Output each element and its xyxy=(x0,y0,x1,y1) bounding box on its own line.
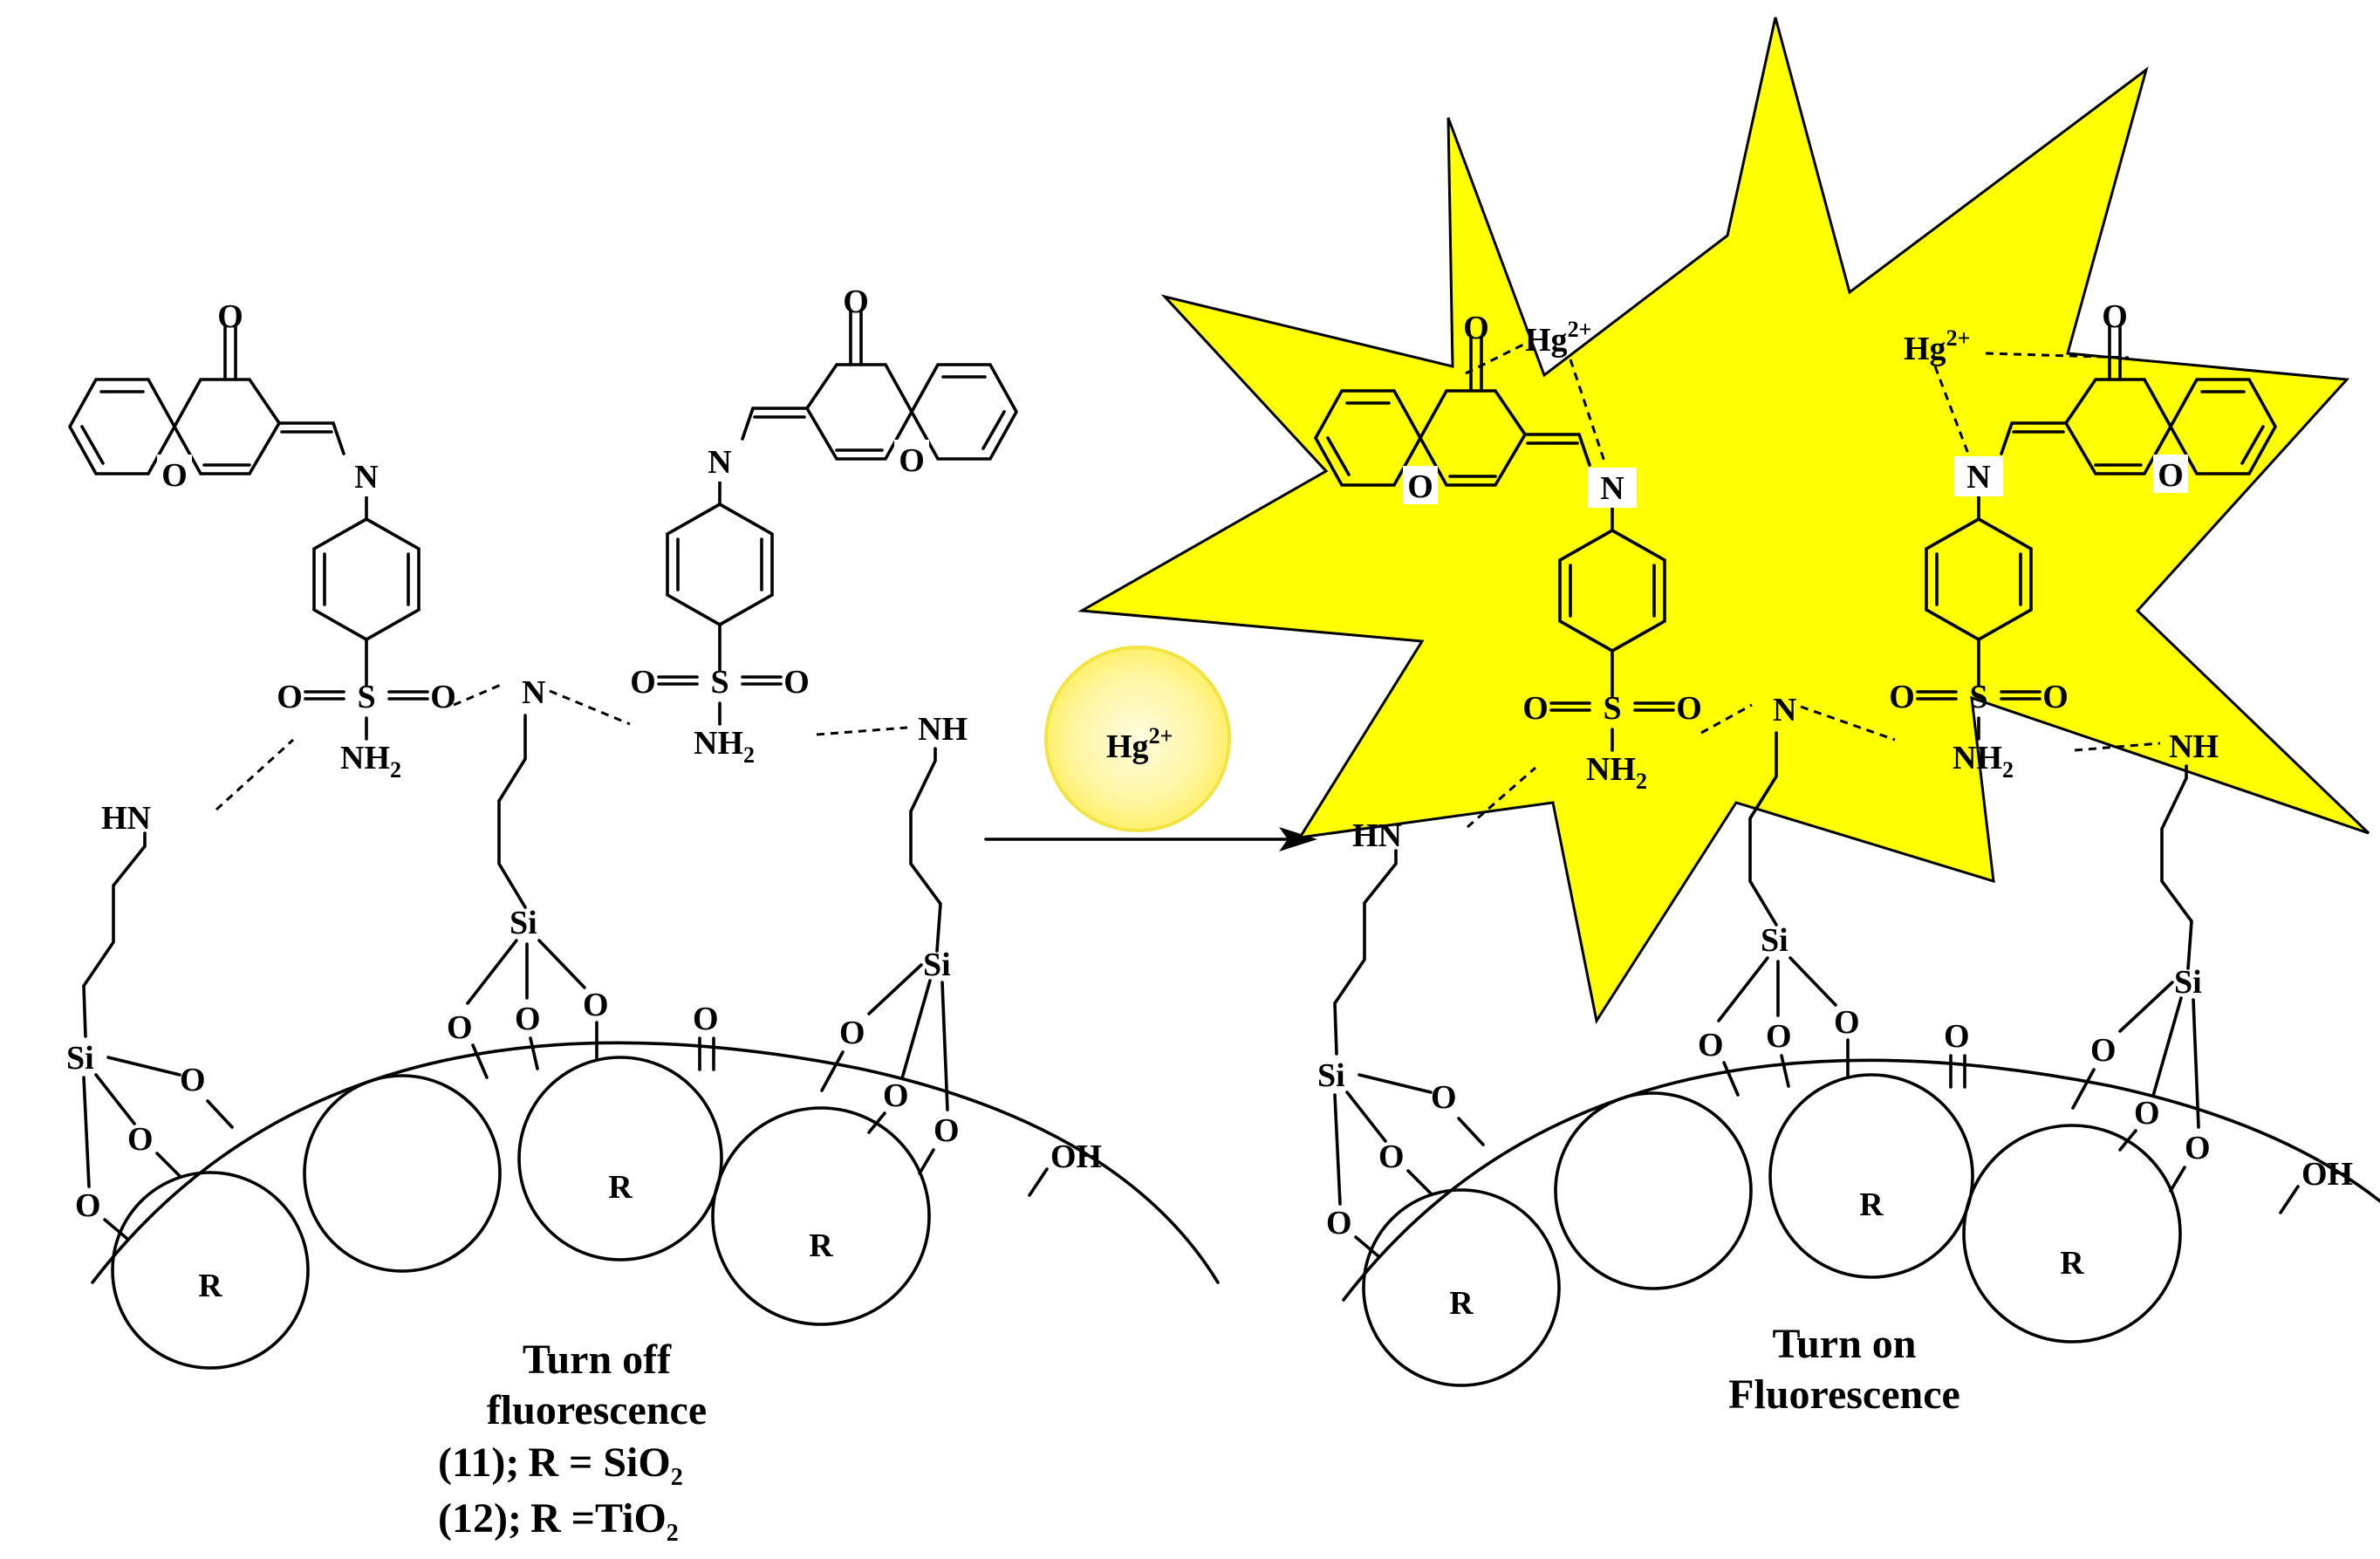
arrow-head xyxy=(1279,827,1317,851)
mercury-coordinated-left: Hg2+ xyxy=(1525,317,1591,359)
hydrogen-bond xyxy=(816,726,908,736)
mercury-coordinated-right: Hg2+ xyxy=(1904,325,1970,367)
right-state-group: Hg2+ Hg2+ Turn on Fluorescence xyxy=(1077,17,2380,1418)
hydrogen-bond xyxy=(2074,742,2161,752)
right-caption-line2: Fluorescence xyxy=(1728,1371,1960,1418)
left-state-group: Turn off fluorescence (11);R = SiO2 (12)… xyxy=(65,282,1220,1547)
hydrogen-bond xyxy=(453,683,502,707)
coordination-bond xyxy=(1569,359,1607,465)
left-sensor-unit-a xyxy=(68,297,458,784)
reaction-arrow-group: Hg2+ xyxy=(984,646,1317,851)
coordination-bond xyxy=(1933,366,1970,455)
left-caption-line2: fluorescence xyxy=(487,1387,707,1433)
right-caption-line1: Turn on xyxy=(1773,1321,1917,1367)
left-caption-line1: Turn off xyxy=(523,1337,672,1383)
hydrogen-bond xyxy=(1800,705,1896,742)
mercury-ion-label: Hg2+ xyxy=(1106,723,1173,765)
left-sensor-unit-b xyxy=(628,282,1018,769)
hydrogen-bond xyxy=(549,689,631,726)
hydrogen-bond xyxy=(1467,766,1536,829)
hydrogen-bond xyxy=(1700,703,1753,735)
fluorescence-burst xyxy=(1077,17,2370,1024)
compound-12-label: (12);R =TiO2 xyxy=(438,1495,679,1547)
left-nanoparticle-support xyxy=(65,673,1220,1370)
compound-11-label: (11);R = SiO2 xyxy=(438,1439,683,1491)
coordination-bond xyxy=(1985,352,2130,359)
coordination-bond xyxy=(1465,342,1526,375)
mercury-ion-glow xyxy=(1044,646,1231,832)
hydrogen-bond xyxy=(215,738,295,811)
